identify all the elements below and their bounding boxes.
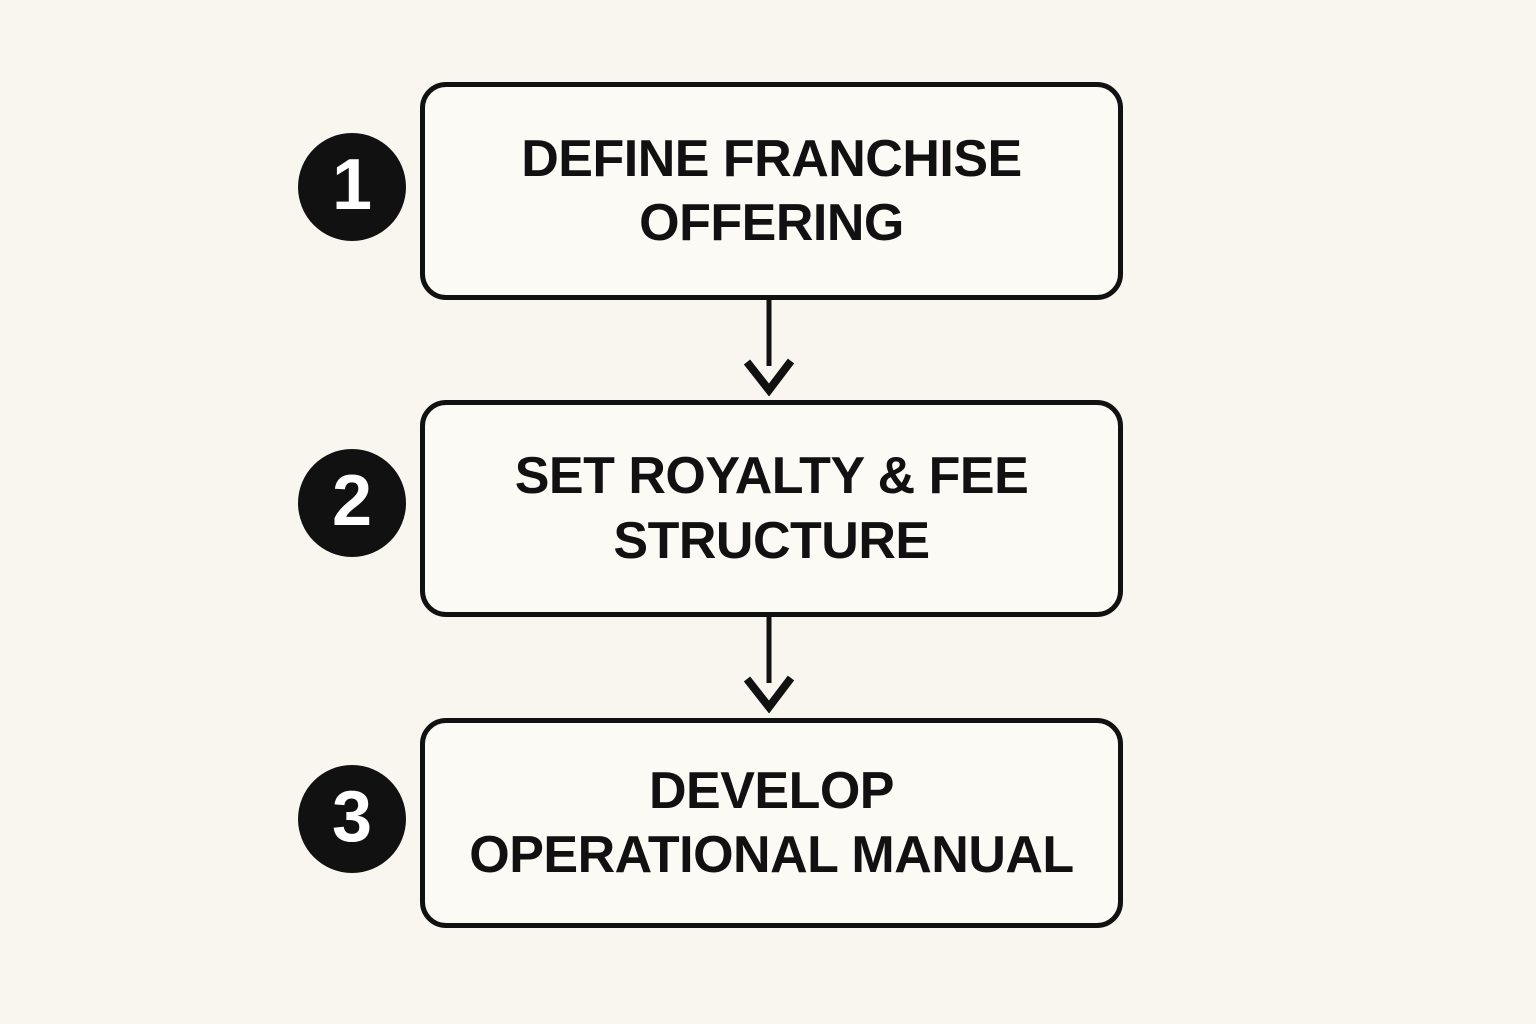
step-2-number-badge: 2 bbox=[298, 449, 406, 557]
step-3-number: 3 bbox=[331, 777, 373, 857]
step-3-box: DEVELOP OPERATIONAL MANUAL bbox=[420, 718, 1123, 928]
arrow-down-icon bbox=[741, 617, 797, 713]
step-1-number: 1 bbox=[331, 145, 373, 225]
step-1-label: DEFINE FRANCHISE OFFERING bbox=[521, 129, 1022, 252]
step-2-box: SET ROYALTY & FEE STRUCTURE bbox=[420, 400, 1123, 617]
step-3-label: DEVELOP OPERATIONAL MANUAL bbox=[469, 761, 1074, 884]
step-1-box: DEFINE FRANCHISE OFFERING bbox=[420, 82, 1123, 300]
step-2-number: 2 bbox=[331, 461, 373, 541]
step-3-number-badge: 3 bbox=[298, 765, 406, 873]
step-1-number-badge: 1 bbox=[298, 133, 406, 241]
arrow-down-icon bbox=[741, 300, 797, 396]
step-2-label: SET ROYALTY & FEE STRUCTURE bbox=[514, 447, 1029, 570]
